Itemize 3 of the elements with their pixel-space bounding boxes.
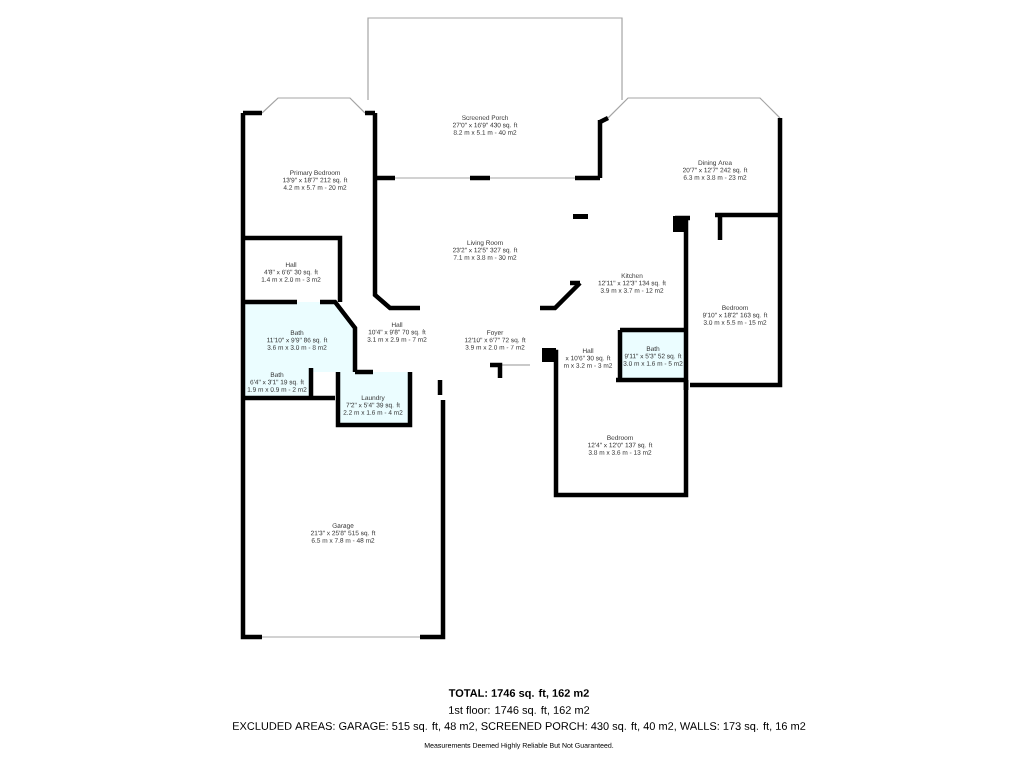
floor-area-text: 1st floor: 1746 sq. ft, 162 m2 xyxy=(449,705,590,717)
total-area-text: TOTAL: 1746 sq. ft, 162 m2 xyxy=(448,688,589,700)
excluded-areas-text: EXCLUDED AREAS: GARAGE: 515 sq. ft, 48 m2, SCREENED PORCH: 430 sq. ft, 40 m2, WALLS: 173 sq. ft, 16 m2 xyxy=(233,721,806,733)
